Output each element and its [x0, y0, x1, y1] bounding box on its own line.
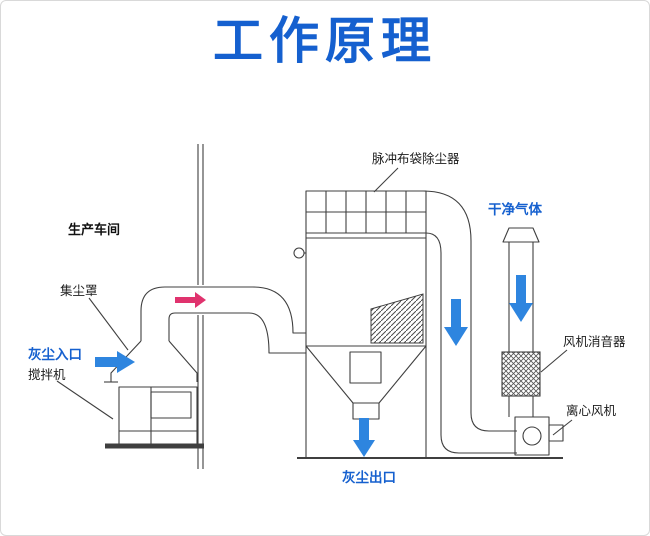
dust-outlet-flow-arrow-down-icon: [353, 418, 375, 457]
dust-cake-hatch: [370, 293, 424, 344]
dust-hood: [104, 340, 198, 383]
fan-muffler: [501, 351, 541, 397]
stack-rain-cap: [502, 227, 540, 243]
page-title: 工作原理: [213, 12, 437, 70]
label-hood: 集尘罩: [60, 283, 98, 298]
downcomer-flow-arrow-down-icon: [444, 299, 468, 346]
stack-flow-arrow-down-icon: [509, 275, 533, 322]
leader-lines: [56, 167, 573, 436]
centrifugal-fan: [514, 416, 564, 456]
inlet-duct: [140, 286, 306, 354]
exhaust-stack: [501, 227, 541, 417]
mixer-machine: [105, 386, 204, 449]
label-filter: 脉冲布袋除尘器: [372, 151, 460, 166]
label-dust-inlet: 灰尘入口: [28, 346, 82, 363]
bag-filter-unit: [293, 190, 427, 347]
workshop-wall: [197, 144, 204, 469]
clean-air-downcomer-duct: [422, 190, 517, 454]
dust-inlet-flow-arrow-right-icon: [95, 351, 135, 373]
label-clean-gas: 干净气体: [488, 201, 542, 218]
duct-flow-arrow-right-icon: [175, 292, 206, 308]
label-muffler: 风机消音器: [563, 334, 626, 349]
filter-hopper: [297, 345, 563, 459]
pulse-valve-icon: [293, 247, 305, 259]
label-dust-outlet: 灰尘出口: [342, 469, 396, 486]
label-workshop: 生产车间: [68, 222, 120, 238]
label-fan: 离心风机: [566, 403, 617, 418]
label-mixer: 搅拌机: [28, 367, 66, 382]
